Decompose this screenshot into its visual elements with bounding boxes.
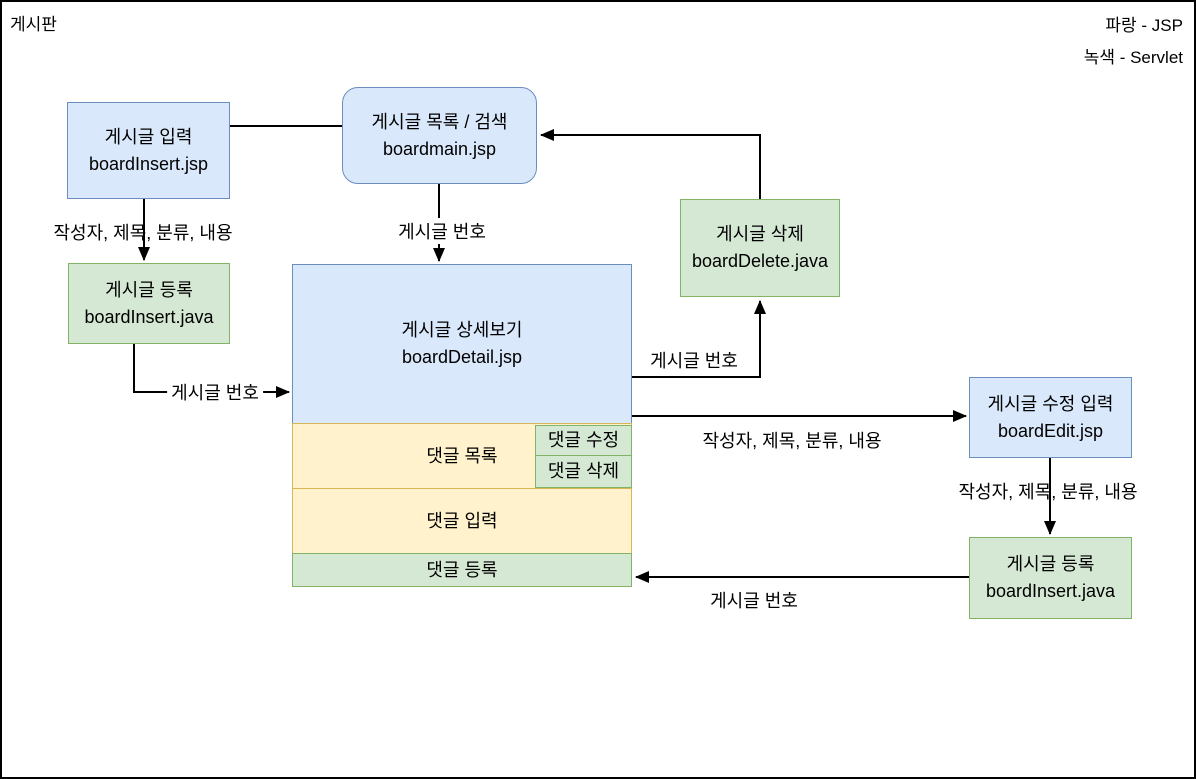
node-comment-edit: 댓글 수정	[535, 425, 632, 456]
edge-label-edit-to-insert-servlet: 작성자, 제목, 분류, 내용	[958, 482, 1138, 502]
node-comment-register: 댓글 등록	[292, 553, 632, 587]
edge-label-detail-to-edit: 작성자, 제목, 분류, 내용	[702, 431, 882, 451]
node-title: 게시글 등록	[105, 279, 193, 300]
node-title: 게시글 상세보기	[401, 320, 523, 340]
legend-servlet: 녹색 - Servlet	[1083, 48, 1183, 68]
edge-label-insert-form-params: 작성자, 제목, 분류, 내용	[53, 223, 233, 243]
edge-label-detail-to-delete: 게시글 번호	[650, 351, 738, 371]
node-comment-delete: 댓글 삭제	[535, 455, 632, 488]
node-title: 게시글 수정 입력	[987, 393, 1114, 414]
connector-delete-main	[540, 129, 761, 199]
node-file: boardDetail.jsp	[401, 347, 523, 367]
node-title: 댓글 수정	[547, 430, 620, 450]
node-title: 댓글 삭제	[547, 461, 620, 481]
node-board-delete-java: 게시글 삭제 boardDelete.java	[680, 199, 840, 297]
node-board-main-jsp: 게시글 목록 / 검색 boardmain.jsp	[342, 87, 537, 184]
node-file: boardDelete.java	[691, 251, 829, 271]
node-title: 게시글 입력	[104, 126, 193, 147]
edge-label-main-to-detail: 게시글 번호	[394, 218, 490, 244]
node-comment-input: 댓글 입력	[292, 488, 632, 554]
node-board-insert-java-bottom: 게시글 등록 boardInsert.java	[969, 537, 1132, 619]
node-title: 게시글 등록	[1006, 554, 1095, 574]
edge-label-insert-servlet-to-comment-register: 게시글 번호	[710, 591, 798, 611]
node-file: boardEdit.jsp	[997, 420, 1104, 441]
edge-label-insert-servlet-to-detail: 게시글 번호	[167, 379, 263, 405]
node-title: 댓글 입력	[426, 510, 498, 531]
legend-jsp: 파랑 - JSP	[1105, 16, 1183, 35]
color-legend: 파랑 - JSP 녹색 - Servlet	[1084, 10, 1183, 75]
node-file: boardInsert.jsp	[88, 153, 209, 174]
node-title: 게시글 목록 / 검색	[371, 111, 508, 132]
node-board-detail-jsp: 게시글 상세보기 boardDetail.jsp	[292, 264, 632, 424]
node-file: boardInsert.java	[84, 306, 214, 327]
node-file: boardInsert.java	[985, 581, 1116, 601]
node-title: 댓글 목록	[426, 445, 498, 466]
node-board-edit-jsp: 게시글 수정 입력 boardEdit.jsp	[969, 377, 1132, 458]
page-title: 게시판	[10, 15, 57, 34]
node-title: 게시글 삭제	[716, 224, 804, 244]
node-board-insert-java-left: 게시글 등록 boardInsert.java	[68, 263, 230, 344]
node-board-insert-jsp: 게시글 입력 boardInsert.jsp	[67, 102, 230, 199]
node-title: 댓글 등록	[426, 559, 498, 580]
node-file: boardmain.jsp	[382, 138, 497, 159]
